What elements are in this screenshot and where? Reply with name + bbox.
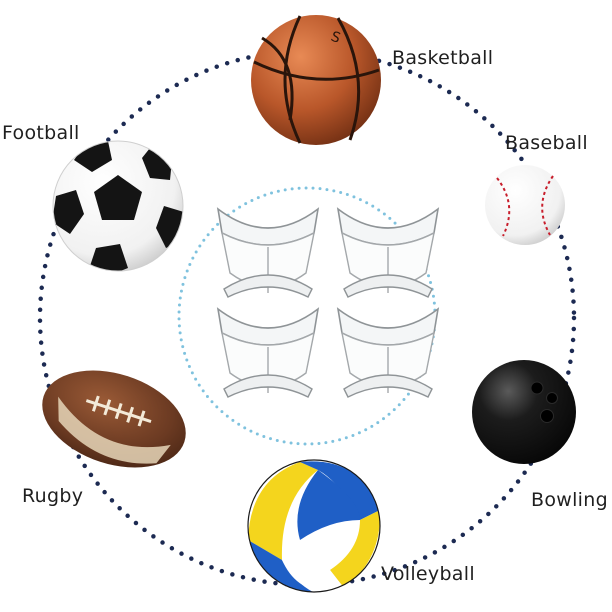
bowling-icon — [472, 360, 576, 464]
baseball-icon — [485, 165, 565, 245]
basketball-icon: S — [251, 15, 381, 145]
rugby-icon — [42, 370, 186, 468]
ball-stand-icon — [336, 207, 440, 298]
label-football: Football — [2, 122, 80, 144]
ball-stand-icon — [216, 307, 320, 398]
ball-stand-icon — [336, 307, 440, 398]
label-bowling: Bowling — [531, 489, 608, 511]
ball-stand-icon — [216, 207, 320, 298]
volleyball-icon — [247, 459, 381, 593]
label-rugby: Rugby — [22, 485, 84, 507]
label-volleyball: Volleyball — [381, 563, 475, 585]
label-baseball: Baseball — [505, 132, 588, 154]
label-basketball: Basketball — [392, 47, 494, 69]
football-icon — [52, 140, 184, 272]
